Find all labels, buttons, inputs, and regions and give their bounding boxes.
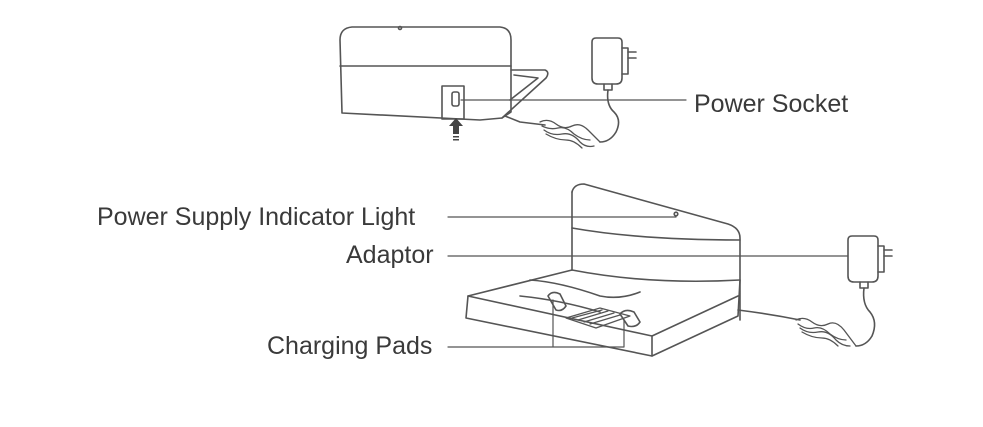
cable-coil-top [539, 119, 601, 149]
charging-pad-right [619, 309, 641, 328]
dock-front-view [465, 183, 801, 357]
leader-lines [447, 99, 849, 348]
dock-rear-view [339, 25, 549, 141]
label-power-socket: Power Socket [694, 90, 849, 118]
charging-pad-left [547, 291, 567, 312]
cable-coil-bottom [795, 317, 857, 347]
leader-charging-pads [447, 299, 625, 348]
label-charging-pads: Charging Pads [267, 332, 433, 360]
adaptor-top [591, 37, 637, 143]
indicator-light [673, 211, 679, 217]
label-power-supply-indicator-light: Power Supply Indicator Light [97, 203, 416, 231]
power-socket-recess [441, 85, 465, 120]
center-grille [565, 307, 631, 329]
label-adaptor: Adaptor [346, 241, 434, 269]
insert-arrow-icon [449, 118, 463, 141]
adaptor-bottom [847, 235, 893, 347]
